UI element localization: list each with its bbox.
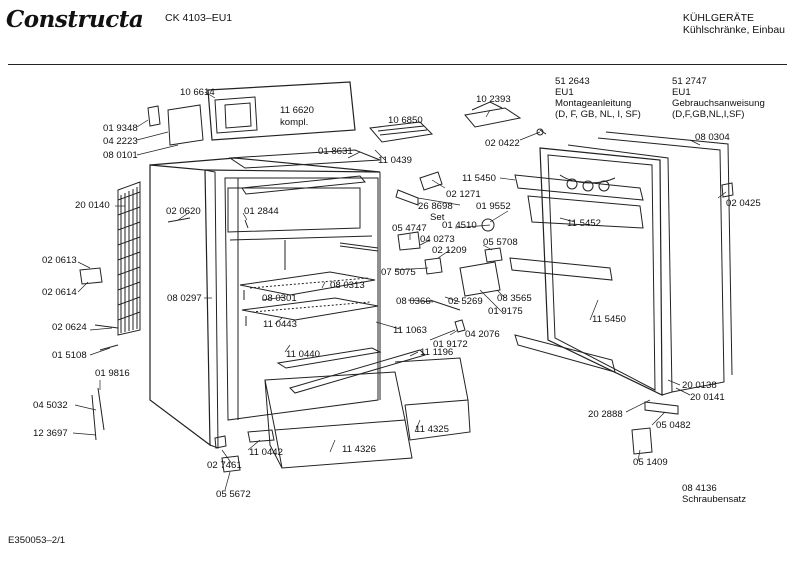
part-label: 11 0443 [263,319,297,330]
part-label: 11 6620 [280,105,314,116]
manual-title: Montageanleitung [555,98,632,109]
ice-tray-drawing [369,121,434,143]
part-label: 02 0613 [42,255,77,266]
part-label: 11 5452 [567,218,601,229]
cabinet-drawing [149,149,471,469]
manual-languages: (D,F,GB,NL,I,SF) [672,109,745,120]
part-label: 01 9348 [103,123,138,134]
part-label: 11 1063 [393,325,427,336]
part-label: 01 9175 [488,306,523,317]
part-label: 04 2076 [465,329,500,340]
model-number: CK 4103–EU1 [165,12,233,24]
part-label: 04 2223 [103,136,138,147]
brand-logo: Constructa [6,6,144,33]
part-label: 02 7461 [207,460,242,471]
part-label: 11 4325 [415,424,449,435]
part-label: 11 1196 [420,347,454,358]
condenser-grid [117,181,141,336]
part-label: 01 4510 [442,220,477,231]
part-label: 11 0439 [378,155,412,166]
part-label: 02 0425 [726,198,761,209]
part-label: 08 0313 [330,280,365,291]
part-label: 01 2844 [244,206,279,217]
part-label: 10 6614 [180,87,215,98]
part-label: 10 2393 [476,94,511,105]
part-label: 10 6850 [388,115,423,126]
part-label: 02 5269 [448,296,483,307]
screw-set-block: 08 4136 Schraubensatz [682,483,746,505]
part-label: 02 1271 [446,189,481,200]
part-label: 08 0301 [262,293,297,304]
part-label: 08 0366 [396,296,431,307]
screw-set-number: 08 4136 [682,483,717,494]
part-label: 01 9172 [433,339,468,350]
door-drawing [509,131,734,396]
part-label: 11 0440 [286,349,320,360]
category-subtitle: Kühlschränke, Einbau [682,24,785,36]
part-label: 05 5672 [216,489,251,500]
part-label: 05 1409 [633,457,668,468]
freezer-door-drawing [147,81,356,146]
manual-version: EU1 [672,87,691,98]
part-label: 04 0273 [420,234,455,245]
manual-number: 51 2747 [672,76,707,87]
category-block: KÜHLGERÄTE Kühlschränke, Einbau [683,12,785,36]
part-label: 01 8631 [318,146,353,157]
part-label: kompl. [280,117,309,128]
category-title: KÜHLGERÄTE [682,12,755,24]
part-label: 20 0140 [75,200,110,211]
part-label: 04 5032 [33,400,68,411]
part-label: 08 0101 [103,150,138,161]
part-label: 05 0482 [656,420,691,431]
part-label: 20 2888 [588,409,623,420]
small-parts-drawing [79,129,679,473]
part-label: 02 1209 [432,245,467,256]
leader-lines [72,91,727,491]
header-rule [8,64,787,65]
part-label: 02 0422 [485,138,520,149]
part-label: 07 5075 [381,267,416,278]
manual-number: 51 2643 [555,76,590,87]
part-label: 08 0297 [167,293,202,304]
part-label: 02 0614 [42,287,77,298]
thermostat-drawing [464,101,544,136]
part-label: 05 5708 [483,237,518,248]
part-label: 26 8698 [418,201,453,212]
part-label: 02 0620 [166,206,201,217]
part-label: 05 4747 [392,223,427,234]
manual-languages: (D, F, GB, NL, I, SF) [555,109,641,120]
part-label: 11 4326 [342,444,376,455]
screw-set-title: Schraubensatz [682,494,746,505]
part-label: 01 5108 [52,350,87,361]
manual-block-usage: 51 2747 EU1 Gebrauchsanweisung (D,F,GB,N… [672,76,765,120]
part-label: 08 3565 [497,293,532,304]
manual-version: EU1 [555,87,574,98]
part-label: 12 3697 [33,428,68,439]
part-label: 20 0141 [690,392,725,403]
part-label: 11 5450 [462,173,496,184]
manual-block-mounting: 51 2643 EU1 Montageanleitung (D, F, GB, … [555,76,641,120]
part-label: 02 0624 [52,322,87,333]
part-label: Set [430,212,445,223]
manual-title: Gebrauchsanweisung [672,98,765,109]
part-label: 08 0304 [695,132,730,143]
part-label: 01 9816 [95,368,130,379]
part-label: 11 5450 [592,314,626,325]
part-label: 01 9552 [476,201,511,212]
part-label: 11 0442 [249,447,283,458]
document-code: E350053–2/1 [8,535,66,546]
part-label: 20 0138 [682,380,717,391]
